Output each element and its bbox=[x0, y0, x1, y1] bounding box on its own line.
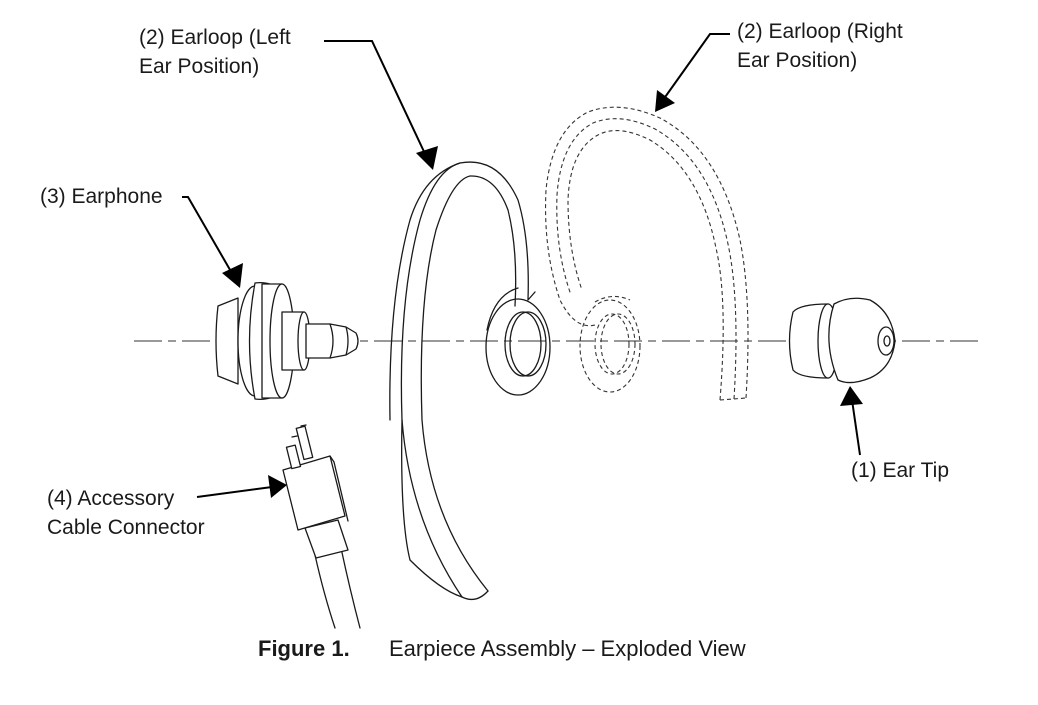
callout-cable-connector: (4) Accessory Cable Connector bbox=[47, 484, 205, 542]
callout-earphone-text: (3) Earphone bbox=[40, 185, 163, 208]
leader-ear-tip bbox=[840, 386, 863, 456]
callout-earloop-right: (2) Earloop (Right Ear Position) bbox=[737, 17, 903, 75]
callout-earloop-right-line2: Ear Position) bbox=[737, 49, 858, 72]
callout-earloop-left-line1: (2) Earloop (Left bbox=[139, 26, 291, 49]
callout-earloop-left: (2) Earloop (Left Ear Position) bbox=[139, 23, 291, 81]
callout-connector-line2: Cable Connector bbox=[47, 516, 205, 539]
callout-earloop-right-line1: (2) Earloop (Right bbox=[737, 20, 903, 43]
earloop-right-part bbox=[545, 106, 749, 401]
callout-ear-tip: (1) Ear Tip bbox=[851, 456, 949, 485]
figure-number: Figure 1. bbox=[258, 636, 350, 661]
figure-title: Earpiece Assembly – Exploded View bbox=[389, 636, 746, 661]
earloop-left-part bbox=[389, 161, 551, 601]
figure-caption: Figure 1. Earpiece Assembly – Exploded Vi… bbox=[258, 636, 746, 662]
leader-connector bbox=[196, 475, 287, 498]
callout-connector-line1: (4) Accessory bbox=[47, 487, 175, 510]
leader-earphone bbox=[182, 196, 243, 288]
earphone-part bbox=[215, 282, 359, 400]
callout-earphone: (3) Earphone bbox=[40, 182, 163, 211]
callout-ear-tip-text: (1) Ear Tip bbox=[851, 459, 950, 482]
leader-earloop-right bbox=[655, 33, 730, 112]
callout-earloop-left-line2: Ear Position) bbox=[139, 55, 260, 78]
cable-connector-part bbox=[282, 424, 361, 629]
leader-earloop-left bbox=[324, 40, 438, 170]
ear-tip-part bbox=[788, 297, 896, 384]
